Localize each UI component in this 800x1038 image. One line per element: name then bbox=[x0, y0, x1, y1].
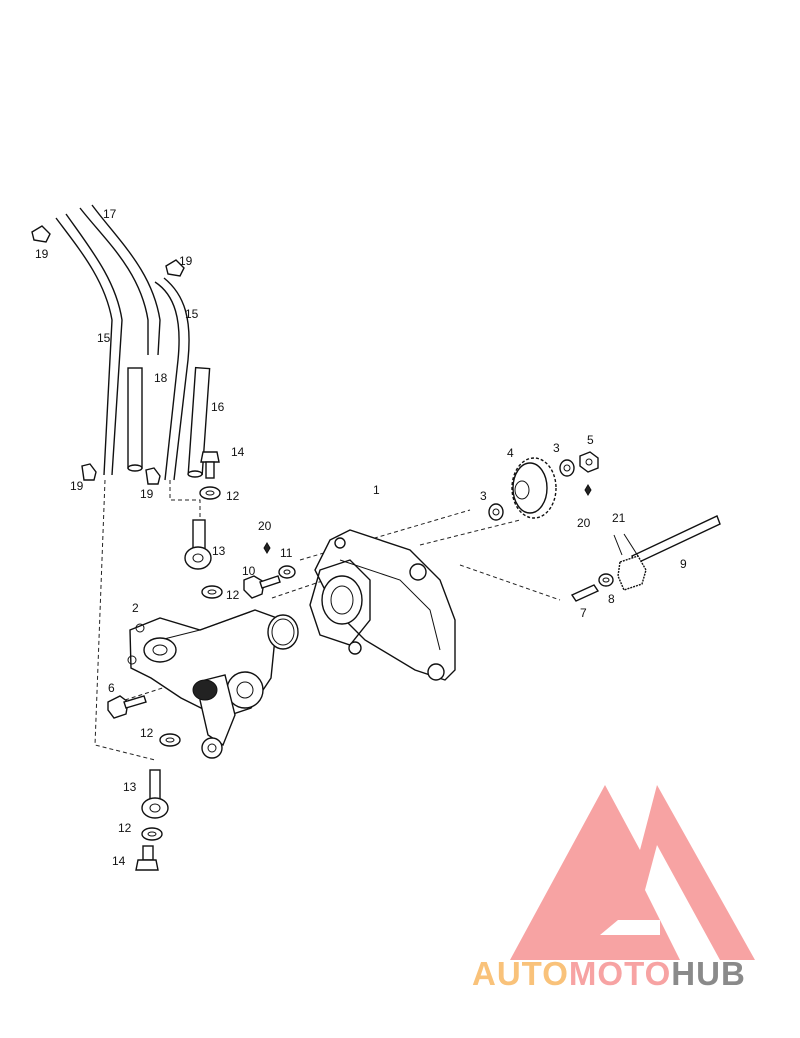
label-part-20-a: 20 bbox=[258, 519, 272, 533]
logo-text-moto: MOTO bbox=[569, 955, 671, 992]
label-part-1: 1 bbox=[373, 483, 380, 497]
logo-text: AUTOMOTOHUB bbox=[472, 955, 746, 992]
logo-text-hub: HUB bbox=[671, 955, 746, 992]
logo-text-auto: AUTO bbox=[472, 955, 569, 992]
label-part-19-d: 19 bbox=[140, 487, 154, 501]
label-part-4: 4 bbox=[507, 446, 514, 460]
hose-18 bbox=[127, 367, 143, 472]
banjo-bolt-14-lower bbox=[135, 845, 159, 871]
label-part-19-a: 19 bbox=[35, 247, 49, 261]
label-part-5: 5 bbox=[587, 433, 594, 447]
label-part-19-b: 19 bbox=[179, 254, 193, 268]
washer-12-lower bbox=[159, 733, 181, 747]
label-part-17: 17 bbox=[103, 207, 117, 221]
label-part-12-d: 12 bbox=[118, 821, 132, 835]
watermark-logo: AUTOMOTOHUB bbox=[472, 785, 755, 992]
washer-3-right bbox=[559, 459, 575, 477]
label-part-15-a: 15 bbox=[97, 331, 111, 345]
label-part-14-a: 14 bbox=[231, 445, 245, 459]
pin-7 bbox=[570, 584, 600, 602]
drive-shaft-9 bbox=[631, 515, 721, 565]
label-part-19-c: 19 bbox=[70, 479, 84, 493]
washer-12-bottom bbox=[141, 827, 163, 841]
pump-cover-1 bbox=[309, 529, 456, 681]
label-part-12-a: 12 bbox=[226, 489, 240, 503]
label-part-10: 10 bbox=[242, 564, 256, 578]
label-part-12-b: 12 bbox=[226, 588, 240, 602]
washer-11 bbox=[278, 565, 296, 579]
nut-5 bbox=[579, 451, 599, 473]
washer-12-mid bbox=[201, 585, 223, 599]
banjo-13-upper bbox=[184, 519, 212, 570]
banjo-13-lower bbox=[141, 769, 169, 819]
hose-15-right bbox=[154, 277, 190, 481]
bolt-10 bbox=[243, 575, 281, 599]
hose-15-left bbox=[55, 213, 123, 476]
label-part-20-b: 20 bbox=[577, 516, 591, 530]
washer-3-left bbox=[488, 503, 504, 521]
gear-4 bbox=[511, 457, 557, 519]
hose-16 bbox=[187, 366, 211, 478]
oil-pump-2 bbox=[127, 609, 278, 759]
clip-19-bottom-mid bbox=[145, 467, 161, 485]
screw-6 bbox=[107, 695, 147, 719]
label-part-12-c: 12 bbox=[140, 726, 154, 740]
label-part-8: 8 bbox=[608, 592, 615, 606]
oring-large bbox=[267, 614, 299, 650]
label-part-7: 7 bbox=[580, 606, 587, 620]
label-part-2: 2 bbox=[132, 601, 139, 615]
clip-19-top-left bbox=[31, 225, 51, 243]
label-part-11: 11 bbox=[280, 546, 293, 560]
label-part-9: 9 bbox=[680, 557, 687, 571]
label-part-3-left: 3 bbox=[480, 489, 487, 503]
washer-8 bbox=[598, 573, 614, 587]
oring-20-right bbox=[584, 484, 592, 496]
label-part-3-right: 3 bbox=[553, 441, 560, 455]
label-part-16: 16 bbox=[211, 400, 225, 414]
washer-12-upper bbox=[199, 486, 221, 500]
label-part-15-b: 15 bbox=[185, 307, 199, 321]
oring-20-left bbox=[263, 542, 271, 554]
label-part-21: 21 bbox=[612, 511, 626, 525]
label-part-13-a: 13 bbox=[212, 544, 226, 558]
hose-17 bbox=[79, 204, 161, 356]
part-labels: 1 2 3 3 4 5 6 7 8 9 10 11 12 12 12 12 13… bbox=[35, 207, 687, 868]
banjo-bolt-14-upper bbox=[200, 451, 220, 479]
label-part-18: 18 bbox=[154, 371, 168, 385]
clip-19-top-right bbox=[165, 259, 185, 277]
label-part-14-b: 14 bbox=[112, 854, 126, 868]
label-part-13-b: 13 bbox=[123, 780, 137, 794]
clip-19-bottom-left bbox=[81, 463, 97, 481]
logo-triangle-mark bbox=[510, 785, 755, 960]
label-part-6: 6 bbox=[108, 681, 115, 695]
pinion-gear-21 bbox=[613, 533, 647, 591]
